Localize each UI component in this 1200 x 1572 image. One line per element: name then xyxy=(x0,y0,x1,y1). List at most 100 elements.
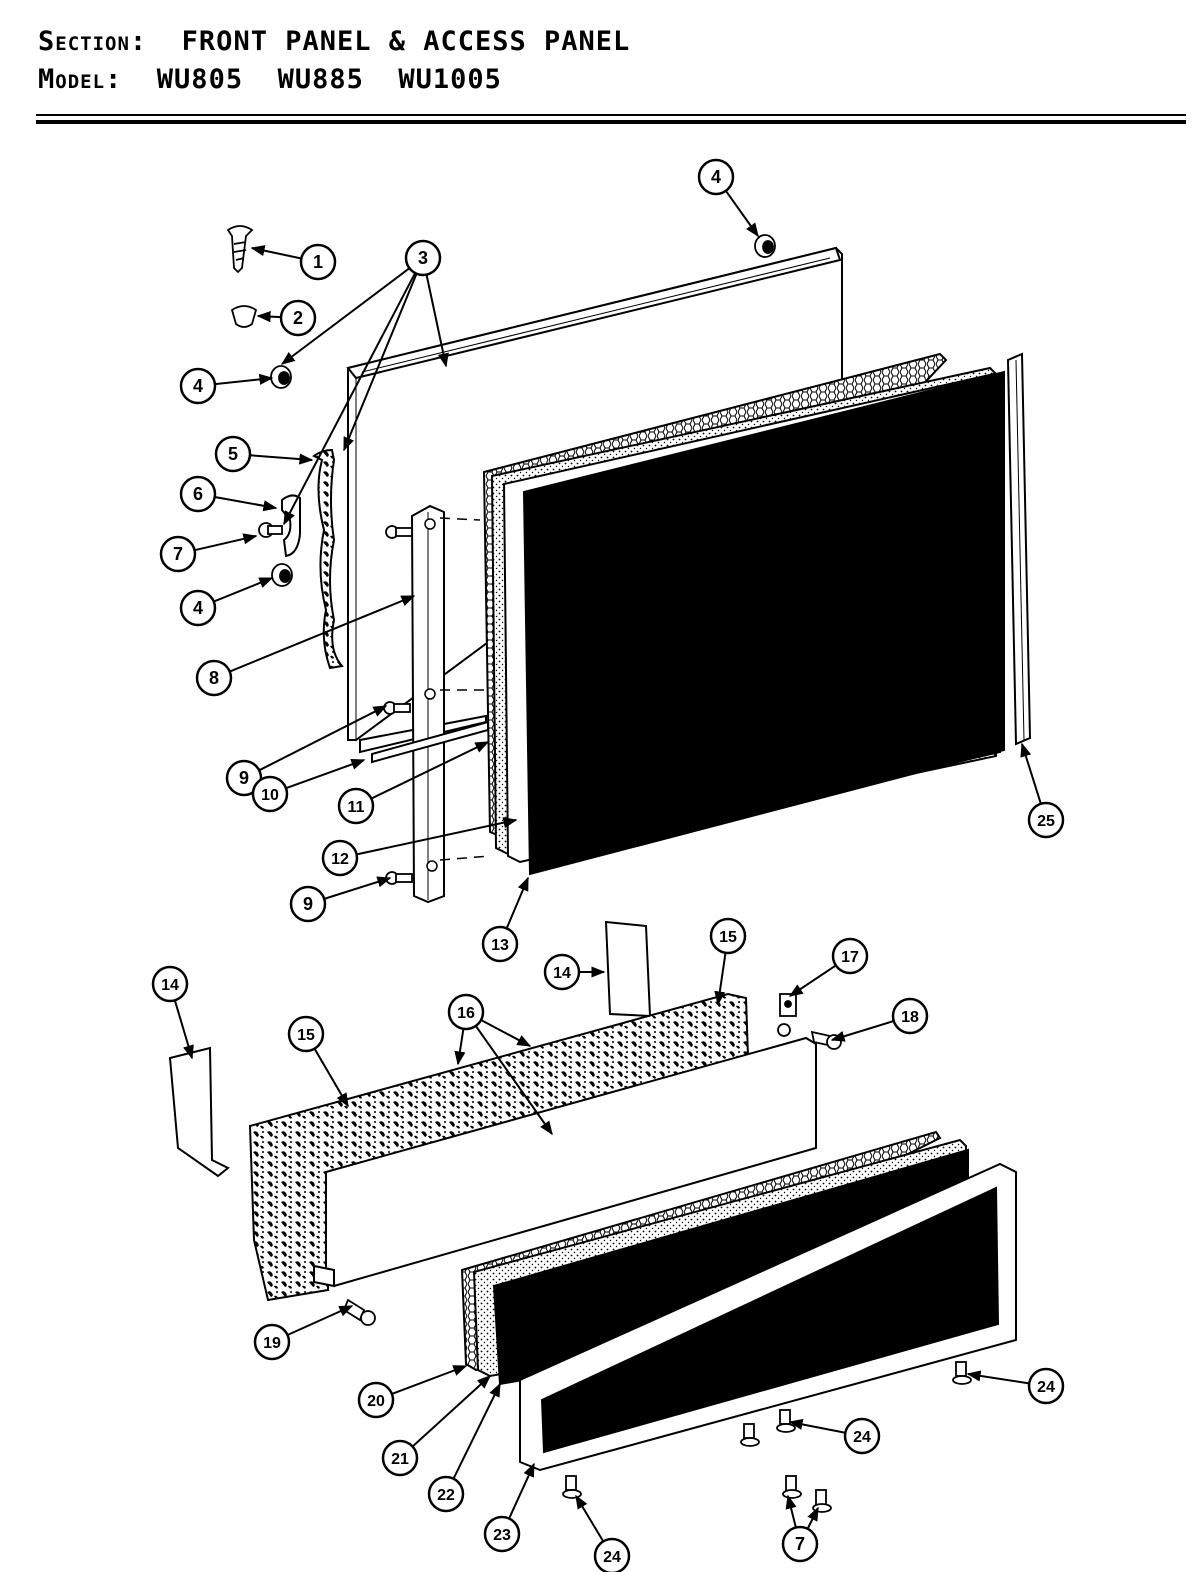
callout-number: 4 xyxy=(193,376,203,396)
callout-leader-line xyxy=(806,1506,819,1530)
callout-number: 10 xyxy=(261,787,279,804)
callout-number: 24 xyxy=(1037,1379,1055,1396)
callout-number: 23 xyxy=(493,1527,511,1544)
callout-number: 1 xyxy=(313,252,323,272)
clip-bracket xyxy=(281,494,301,558)
callout-bubble xyxy=(337,787,375,825)
callout-bubble xyxy=(447,993,485,1031)
callout-leader-line xyxy=(788,964,837,997)
front-panel-assembly xyxy=(281,246,1032,904)
section-title: Section: FRONT PANEL & ACCESS PANEL xyxy=(38,26,630,57)
callout-number: 22 xyxy=(437,1487,455,1504)
callout-number: 18 xyxy=(901,1009,919,1026)
callout-leader-line xyxy=(214,373,274,386)
callout-number: 3 xyxy=(418,248,428,268)
screw-9-icon xyxy=(385,525,413,539)
clip-nut-icon xyxy=(754,234,776,258)
callout-bubble xyxy=(287,1015,325,1053)
screw-7-icon xyxy=(812,1489,832,1513)
gasket-strip xyxy=(312,448,344,670)
callout-bubble xyxy=(697,158,735,196)
callout-bubble xyxy=(179,589,217,627)
callout-leader-line xyxy=(788,1418,846,1434)
callout-number: 12 xyxy=(331,851,349,868)
callout-leader-line xyxy=(966,1370,1030,1385)
callout-bubble xyxy=(1027,1367,1065,1405)
callout-bubble xyxy=(831,937,869,975)
callout-leader-line xyxy=(1020,742,1042,805)
callout-leader-line xyxy=(313,1048,349,1108)
callout-number: 9 xyxy=(303,894,313,914)
model-wu1005: WU1005 xyxy=(398,64,502,95)
callout-leader-line xyxy=(508,1462,535,1519)
callout-bubble xyxy=(179,475,217,513)
callout-bubble xyxy=(179,367,217,405)
screw-1-icon xyxy=(226,225,254,274)
callout-leader-line xyxy=(343,273,418,452)
callout-number: 15 xyxy=(719,929,737,946)
callout-bubble xyxy=(543,953,581,991)
screw-24-icon xyxy=(740,1423,760,1447)
callout-leader-line xyxy=(370,741,490,800)
callout-number: 9 xyxy=(239,768,249,788)
callout-leader-line xyxy=(391,1365,468,1395)
callout-number: 14 xyxy=(161,977,179,994)
black-front-screen xyxy=(522,370,1005,876)
callout-leader-line xyxy=(454,1028,466,1066)
screw-18-icon xyxy=(810,1030,842,1050)
screw-7-icon xyxy=(782,1475,802,1499)
callout-bubble xyxy=(891,997,929,1035)
callout-bubble xyxy=(709,917,747,955)
callout-leader-line xyxy=(785,1494,797,1528)
callout-bubble xyxy=(159,535,197,573)
callout-number: 8 xyxy=(209,668,219,688)
callout-bubble xyxy=(214,435,252,473)
callout-leader-line xyxy=(249,453,314,465)
callout-leader-line xyxy=(575,1494,605,1542)
screw-9-icon xyxy=(385,871,413,885)
callout-number: 19 xyxy=(263,1335,281,1352)
section-label: Section: xyxy=(38,26,148,57)
callout-number: 14 xyxy=(553,965,571,982)
callout-bubble xyxy=(481,925,519,963)
callout-bubble xyxy=(289,885,327,923)
plug-cap-icon xyxy=(230,305,258,328)
callout-number: 6 xyxy=(193,484,203,504)
callout-leader-line xyxy=(213,577,274,603)
screw-7-icon xyxy=(258,522,283,538)
model-wu805: WU805 xyxy=(156,64,244,95)
callout-leader-line xyxy=(250,245,302,260)
callout-leader-line xyxy=(323,876,392,900)
callout-leader-line xyxy=(285,759,366,790)
callout-leader-line xyxy=(714,952,727,1006)
callout-number: 4 xyxy=(193,598,203,618)
clip-nut-icon xyxy=(270,365,292,389)
callout-bubble xyxy=(427,1475,465,1513)
model-line: Model: WU805 WU885 WU1005 xyxy=(38,64,502,95)
callout-bubble xyxy=(357,1381,395,1419)
callout-number: 21 xyxy=(391,1451,409,1468)
screw-19-icon xyxy=(342,1298,376,1326)
callout-bubble xyxy=(843,1417,881,1455)
callout-leader-line xyxy=(194,533,258,552)
hardware xyxy=(226,225,972,1513)
callout-leader-line xyxy=(474,1025,553,1136)
callout-number: 2 xyxy=(293,308,303,328)
callout-number: 7 xyxy=(173,544,183,564)
callout-leader-line xyxy=(283,272,417,526)
callout-number: 13 xyxy=(491,937,509,954)
clip-nut-icon xyxy=(271,563,293,587)
callout-bubble xyxy=(404,239,442,277)
callout-bubble xyxy=(483,1515,521,1553)
callout-bubble xyxy=(299,243,337,281)
callout-leader-line xyxy=(214,496,278,512)
callout-leader-line xyxy=(258,705,388,772)
callout-number: 20 xyxy=(367,1393,385,1410)
callout-leader-line xyxy=(173,1000,194,1060)
model-wu885: WU885 xyxy=(277,64,364,95)
callout-leader-line xyxy=(425,274,449,368)
side-plate-left xyxy=(168,1046,230,1178)
callout-bubble xyxy=(251,775,289,813)
side-trim-strip xyxy=(1006,352,1032,746)
callout-bubble xyxy=(253,1323,291,1361)
